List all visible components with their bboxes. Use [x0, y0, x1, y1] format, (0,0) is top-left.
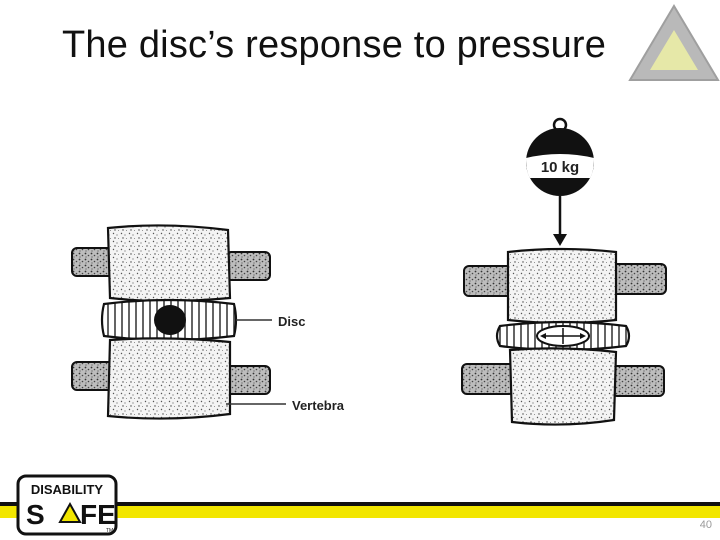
warning-triangle-icon: [628, 4, 720, 81]
label-vertebra: Vertebra: [292, 398, 345, 413]
disability-safe-logo: DISABILITY S FE TM: [16, 474, 118, 536]
vertebra-upper-left: [71, 224, 271, 303]
left-spine-normal: Disc Vertebra: [71, 224, 345, 420]
slide-title: The disc’s response to pressure: [62, 24, 607, 66]
logo-letters-fe: FE: [80, 499, 116, 530]
vertebra-upper-right: [463, 247, 667, 325]
footer-stripe: [0, 502, 720, 518]
logo-letter-s: S: [26, 499, 45, 530]
page-number: 40: [699, 519, 712, 531]
label-disc: Disc: [278, 314, 305, 329]
weight-label: 10 kg: [541, 159, 579, 176]
logo-line1: DISABILITY: [31, 482, 104, 497]
vertebra-lower-right: [461, 347, 665, 426]
disc-normal: [100, 298, 238, 342]
right-spine-compressed: 10 kg: [461, 117, 667, 426]
weight-10kg-icon: 10 kg: [526, 117, 594, 196]
vertebra-lower-left: [71, 337, 271, 420]
logo-tm: TM: [106, 528, 113, 534]
disc-compressed: [495, 320, 631, 352]
